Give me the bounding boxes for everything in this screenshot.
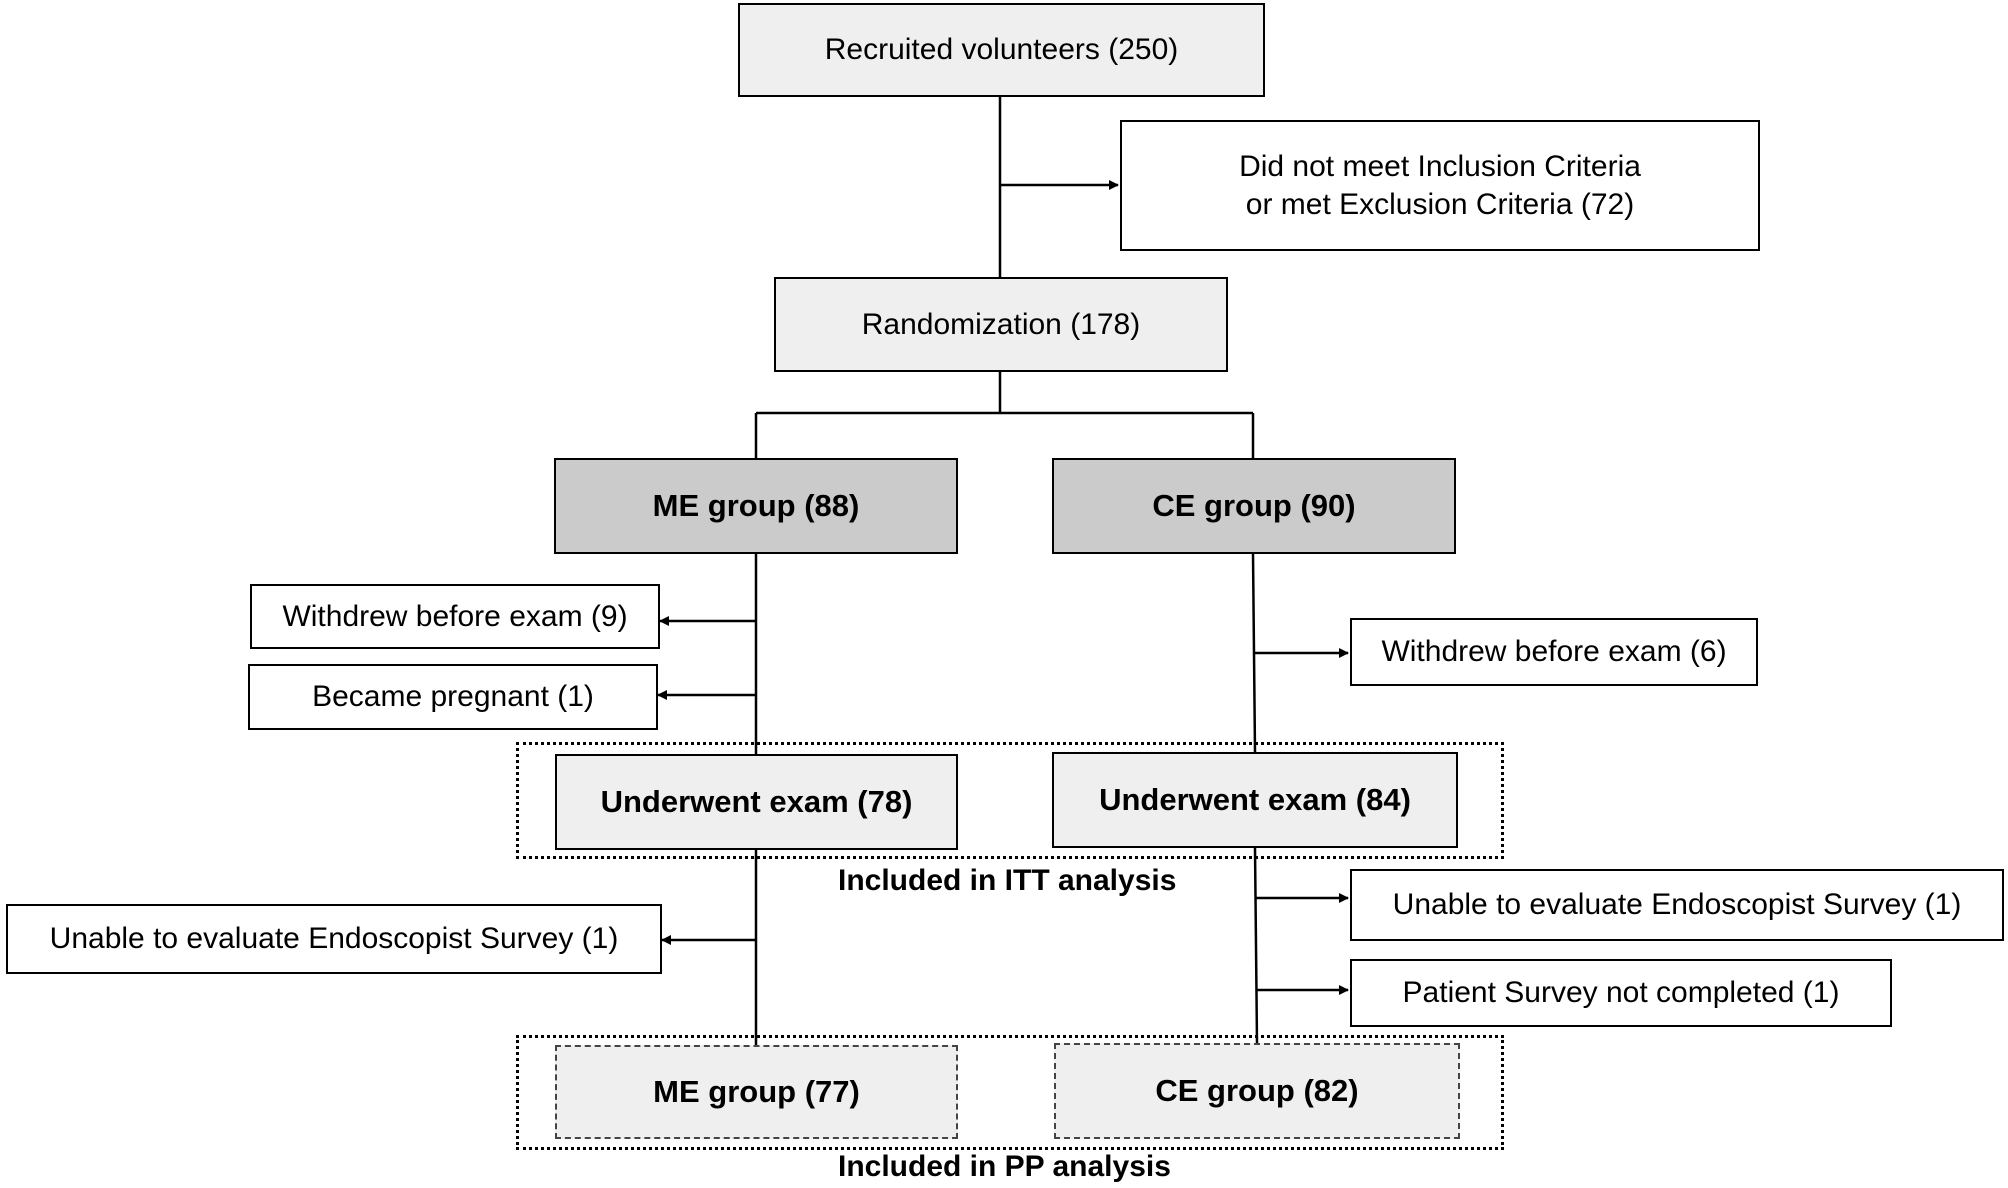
excluded-label-line2: or met Exclusion Criteria (72) bbox=[1245, 187, 1635, 221]
ce-withdrew-box: Withdrew before exam (6) bbox=[1350, 618, 1758, 686]
ce-unable-endoscopist-box: Unable to evaluate Endoscopist Survey (1… bbox=[1350, 869, 2004, 941]
excluded-box: Did not meet Inclusion Criteria or met E… bbox=[1120, 120, 1760, 251]
ce-exam-label: Underwent exam (84) bbox=[1099, 782, 1411, 817]
line-ce-exam-to-final bbox=[1253, 847, 1259, 1044]
me-withdrew-label: Withdrew before exam (9) bbox=[282, 599, 628, 633]
me-pregnant-box: Became pregnant (1) bbox=[248, 664, 658, 730]
pp-analysis-label: Included in PP analysis bbox=[838, 1150, 1171, 1183]
ce-group-box: CE group (90) bbox=[1052, 458, 1456, 554]
ce-group-label: CE group (90) bbox=[1152, 488, 1356, 523]
me-exam-box: Underwent exam (78) bbox=[555, 754, 958, 850]
recruited-volunteers-box: Recruited volunteers (250) bbox=[738, 3, 1265, 97]
me-exam-label: Underwent exam (78) bbox=[600, 784, 913, 819]
me-final-label: ME group (77) bbox=[653, 1074, 860, 1109]
me-final-box: ME group (77) bbox=[555, 1045, 958, 1139]
me-unable-endoscopist-label: Unable to evaluate Endoscopist Survey (1… bbox=[49, 922, 619, 955]
ce-final-box: CE group (82) bbox=[1054, 1043, 1460, 1139]
ce-withdrew-label: Withdrew before exam (6) bbox=[1381, 635, 1727, 668]
me-pregnant-label: Became pregnant (1) bbox=[312, 680, 594, 713]
ce-patient-survey-box: Patient Survey not completed (1) bbox=[1350, 959, 1892, 1027]
me-group-box: ME group (88) bbox=[554, 458, 958, 554]
pp-analysis-region bbox=[516, 1035, 1504, 1150]
me-group-label: ME group (88) bbox=[652, 488, 860, 523]
itt-analysis-label: Included in ITT analysis bbox=[838, 864, 1177, 897]
me-withdrew-box: Withdrew before exam (9) bbox=[250, 584, 660, 649]
me-unable-endoscopist-box: Unable to evaluate Endoscopist Survey (1… bbox=[6, 904, 662, 974]
recruited-volunteers-label: Recruited volunteers (250) bbox=[824, 33, 1179, 66]
randomization-box: Randomization (178) bbox=[774, 277, 1228, 372]
excluded-label-line1: Did not meet Inclusion Criteria bbox=[1239, 149, 1641, 183]
itt-analysis-region bbox=[516, 742, 1504, 859]
ce-final-label: CE group (82) bbox=[1155, 1073, 1359, 1108]
ce-exam-box: Underwent exam (84) bbox=[1052, 752, 1458, 848]
ce-unable-endoscopist-label: Unable to evaluate Endoscopist Survey (1… bbox=[1392, 888, 1962, 921]
ce-patient-survey-label: Patient Survey not completed (1) bbox=[1402, 976, 1840, 1009]
randomization-label: Randomization (178) bbox=[861, 307, 1141, 341]
